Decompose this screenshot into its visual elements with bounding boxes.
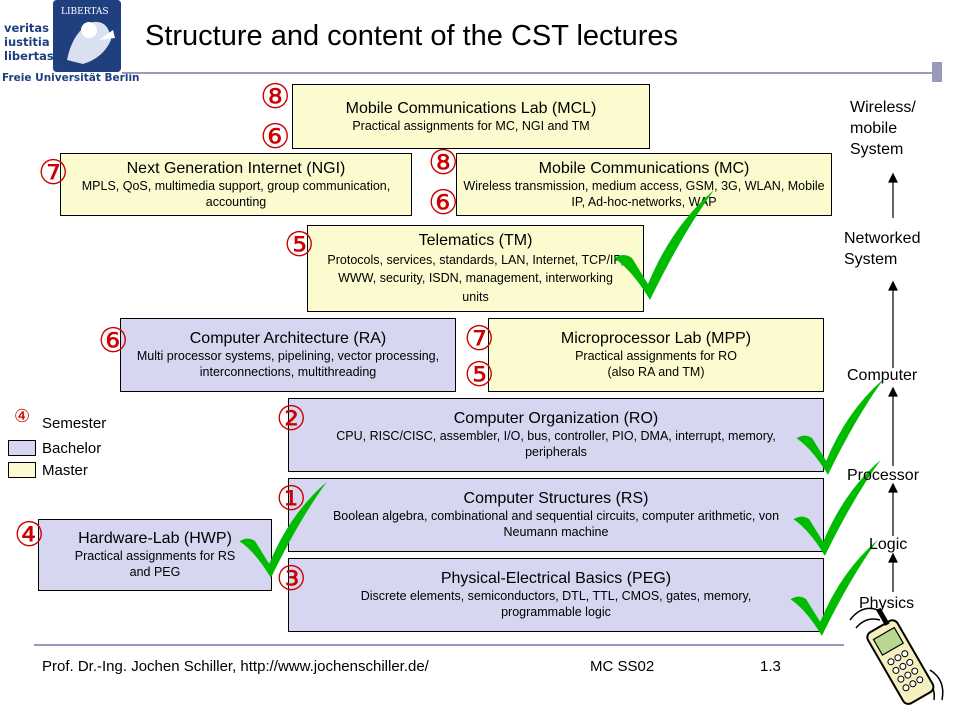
box-description: Protocols, services, standards, LAN, Int… <box>327 253 624 304</box>
box-computer-architecture: Computer Architecture (RA) Multi process… <box>120 318 456 392</box>
semester-number: ⑥ <box>98 321 129 361</box>
box-computer-structures: Computer Structures (RS) Boolean algebra… <box>288 478 824 552</box>
level-computer: Computer <box>847 367 918 384</box>
box-title: Microprocessor Lab (MPP) <box>560 330 752 348</box>
title-rule-marker <box>932 62 942 82</box>
semester-number: ⑧ <box>428 143 459 183</box>
box-description: Boolean algebra, combinational and seque… <box>332 509 780 539</box>
semester-number: ⑧ <box>260 77 291 117</box>
level-wireless-mobile: Wireless/ mobile System <box>850 98 916 160</box>
semester-number: ① <box>276 479 307 519</box>
footer-rule <box>34 644 844 646</box>
box-title: Physical-Electrical Basics (PEG) <box>440 570 672 588</box>
level-label-line: Wireless/ <box>850 99 916 116</box>
box-title: Mobile Communications (MC) <box>538 159 750 177</box>
box-physical-electrical-basics: Physical-Electrical Basics (PEG) Discret… <box>288 558 824 632</box>
seal-image: LIBERTAS <box>53 0 121 72</box>
logo-university-name: Freie Universität Berlin <box>2 72 140 84</box>
box-mobile-communications: Mobile Communications (MC) Wireless tran… <box>456 153 832 216</box>
legend-bachelor-label: Bachelor <box>42 440 102 457</box>
university-logo: LIBERTAS veritas iustitia libertas Freie… <box>0 0 140 92</box>
box-description: Multi processor systems, pipelining, vec… <box>136 349 440 379</box>
box-title: Hardware-Lab (HWP) <box>78 530 232 548</box>
box-title: Mobile Communications Lab (MCL) <box>345 99 597 117</box>
box-title: Computer Structures (RS) <box>463 490 649 508</box>
level-networked-system: Networked System <box>844 229 920 271</box>
logo-motto: veritas iustitia libertas <box>4 21 54 63</box>
box-description-2: (also RA and TM) <box>607 365 705 379</box>
box-title: Computer Architecture (RA) <box>189 330 387 348</box>
box-description: Practical assignments for RO <box>575 349 737 364</box>
semester-number: ⑥ <box>428 183 459 223</box>
level-label-line: Networked <box>844 230 921 247</box>
check-mark-icon <box>614 190 714 300</box>
level-label-line: System <box>844 250 898 268</box>
semester-number: ③ <box>276 559 307 599</box>
logo-line-2: iustitia <box>4 34 50 49</box>
level-label-line: System <box>850 140 904 158</box>
level-physics: Physics <box>859 595 915 612</box>
box-microprocessor-lab: Microprocessor Lab (MPP) Practical assig… <box>488 318 824 392</box>
check-mark-icon <box>239 481 327 578</box>
check-mark-icon <box>793 459 881 556</box>
box-title: Next Generation Internet (NGI) <box>126 159 346 177</box>
box-hardware-lab: Hardware-Lab (HWP) Practical assignments… <box>38 519 272 591</box>
semester-number: ⑤ <box>284 225 315 265</box>
logo-line-3: libertas <box>4 48 54 63</box>
box-description: Wireless transmission, medium access, GS… <box>463 178 825 209</box>
semester-number: ⑤ <box>464 355 495 395</box>
semester-number: ⑥ <box>260 117 291 157</box>
level-logic: Logic <box>869 536 908 553</box>
box-title: Computer Organization (RO) <box>453 410 659 428</box>
check-mark-icon <box>790 539 878 636</box>
box-description: MPLS, QoS, multimedia support, group com… <box>81 178 391 209</box>
box-description: Practical assignments for MC, NGI and TM <box>352 118 590 133</box>
page-title: Structure and content of the CST lecture… <box>145 20 679 52</box>
legend-bachelor-swatch <box>8 440 36 456</box>
level-processor: Processor <box>847 467 920 484</box>
level-label-line: mobile <box>850 119 898 137</box>
footer-course: MC SS02 <box>590 658 655 675</box>
seal-graphic: LIBERTAS <box>53 0 121 72</box>
box-description: Practical assignments for RS and PEG <box>74 549 236 579</box>
seal-text: LIBERTAS <box>61 7 109 17</box>
semester-number: ④ <box>14 515 45 555</box>
box-next-generation-internet: Next Generation Internet (NGI) MPLS, QoS… <box>60 153 412 216</box>
footer-author: Prof. Dr.-Ing. Jochen Schiller, http://w… <box>42 658 429 675</box>
legend-master-swatch <box>8 462 36 478</box>
level-arrows <box>888 172 898 592</box>
legend-semester-symbol: ④ <box>14 406 31 427</box>
box-title: Telematics (TM) <box>418 232 533 250</box>
legend-master-label: Master <box>42 462 88 479</box>
box-description: Discrete elements, semiconductors, DTL, … <box>360 589 752 619</box>
footer-page-number: 1.3 <box>760 658 781 675</box>
semester-number: ⑦ <box>464 319 495 359</box>
semester-number: ② <box>276 399 307 439</box>
legend-semester-label: Semester <box>42 415 107 432</box>
mobile-phone-icon <box>849 607 944 705</box>
box-computer-organization: Computer Organization (RO) CPU, RISC/CIS… <box>288 398 824 472</box>
box-mobile-communications-lab: Mobile Communications Lab (MCL) Practica… <box>292 84 650 149</box>
check-mark-icon <box>796 378 884 475</box>
title-rule <box>122 72 942 74</box>
box-telematics: Telematics (TM) Protocols, services, sta… <box>307 225 644 312</box>
box-description: CPU, RISC/CISC, assembler, I/O, bus, con… <box>336 429 776 459</box>
logo-line-1: veritas <box>4 21 50 35</box>
semester-number: ⑦ <box>38 153 69 193</box>
